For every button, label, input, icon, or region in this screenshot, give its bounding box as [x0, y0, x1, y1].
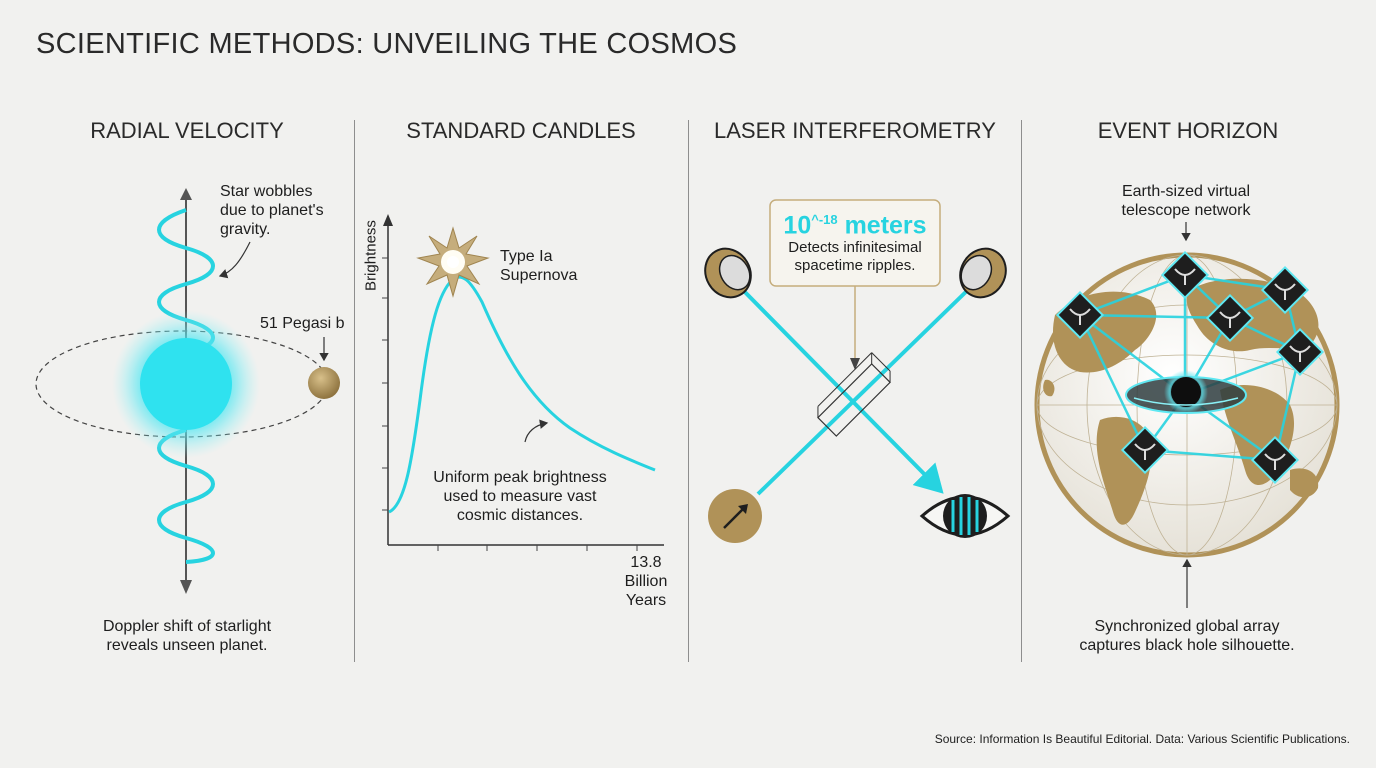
panel-title-radial-velocity: RADIAL VELOCITY [90, 118, 284, 143]
y-axis-ticks [382, 257, 388, 511]
y-axis-arrow-icon [383, 214, 393, 226]
measurement-annotation: Detects infinitesimal spacetime ripples. [788, 239, 922, 275]
planet-icon [308, 367, 340, 399]
standard-candles-chart [382, 214, 664, 551]
peak-annotation-arrow [524, 419, 549, 443]
black-hole-icon [1125, 370, 1247, 414]
callout-arrow-icon [850, 358, 860, 370]
measurement-callout: 10^-18 meters Detects infinitesimal spac… [770, 206, 940, 275]
radio-dish-icon [1260, 265, 1310, 315]
measurement-value: 10^-18 meters [783, 211, 927, 240]
radio-dish-icon [1275, 327, 1325, 377]
supernova-icon [416, 226, 490, 298]
panel-divider [354, 120, 355, 662]
event-horizon-diagram [1034, 222, 1340, 608]
radio-dish-icon [1250, 435, 1300, 485]
panel-divider [1021, 120, 1022, 662]
panel-title-event-horizon: EVENT HORIZON [1097, 118, 1279, 143]
radial-velocity-caption: Doppler shift of starlight reveals unsee… [102, 618, 272, 654]
panel-title-standard-candles: STANDARD CANDLES [406, 118, 636, 143]
axis-arrow-down-icon [180, 580, 192, 594]
planet-label: 51 Pegasi b [260, 315, 345, 332]
redshift-wave [157, 428, 215, 564]
event-horizon-caption: Synchronized global array captures black… [1079, 618, 1295, 654]
laser-beam-arm-1 [756, 281, 977, 496]
axis-arrow-up-icon [180, 188, 192, 200]
radio-dish-icon [1120, 425, 1170, 475]
page-title: SCIENTIFIC METHODS: UNVEILING THE COSMOS [36, 28, 738, 60]
radio-dish-icon [1160, 250, 1210, 300]
source-note: Source: Information Is Beautiful Editori… [934, 732, 1350, 746]
network-annotation: Earth-sized virtual telescope network [1121, 183, 1251, 219]
star-icon [140, 338, 232, 430]
x-axis-end-label: 13.8 Billion Years [624, 554, 668, 609]
panel-title-laser-interferometry: LASER INTERFEROMETRY [714, 118, 996, 143]
x-axis-ticks [437, 545, 638, 551]
detector-eye-icon [919, 494, 1011, 538]
interferometer-diagram [704, 199, 1011, 543]
radio-dish-icon [1205, 293, 1255, 343]
supernova-label: Type Ia Supernova [500, 248, 578, 284]
beam-splitter-icon [817, 352, 891, 437]
radio-dish-icon [1055, 290, 1105, 340]
radial-velocity-diagram [35, 188, 340, 594]
y-axis-label: Brightness [362, 220, 380, 291]
panel-divider [688, 120, 689, 662]
mirror-icon [959, 247, 1007, 299]
mirror-icon [704, 247, 752, 299]
laser-source-icon [708, 489, 762, 543]
laser-beam-arm-2 [734, 281, 944, 494]
wobble-annotation-arrow [218, 241, 251, 279]
wobble-annotation: Star wobbles due to planet's gravity. [220, 183, 324, 238]
light-curve [388, 275, 656, 514]
peak-brightness-annotation: Uniform peak brightness used to measure … [433, 469, 607, 524]
